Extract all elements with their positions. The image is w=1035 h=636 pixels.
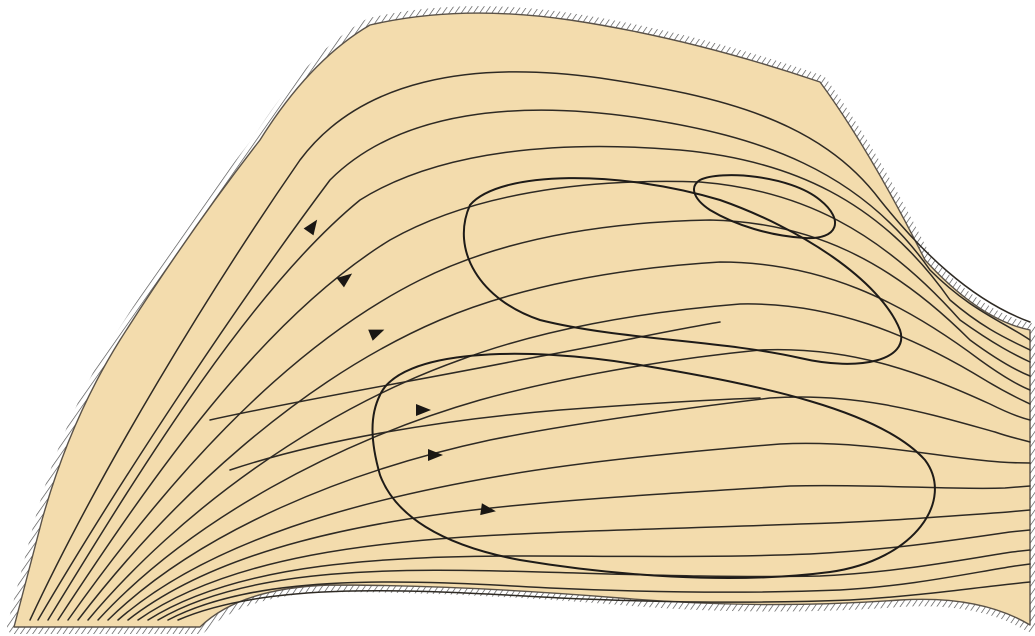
- streamline-diagram: [0, 0, 1035, 636]
